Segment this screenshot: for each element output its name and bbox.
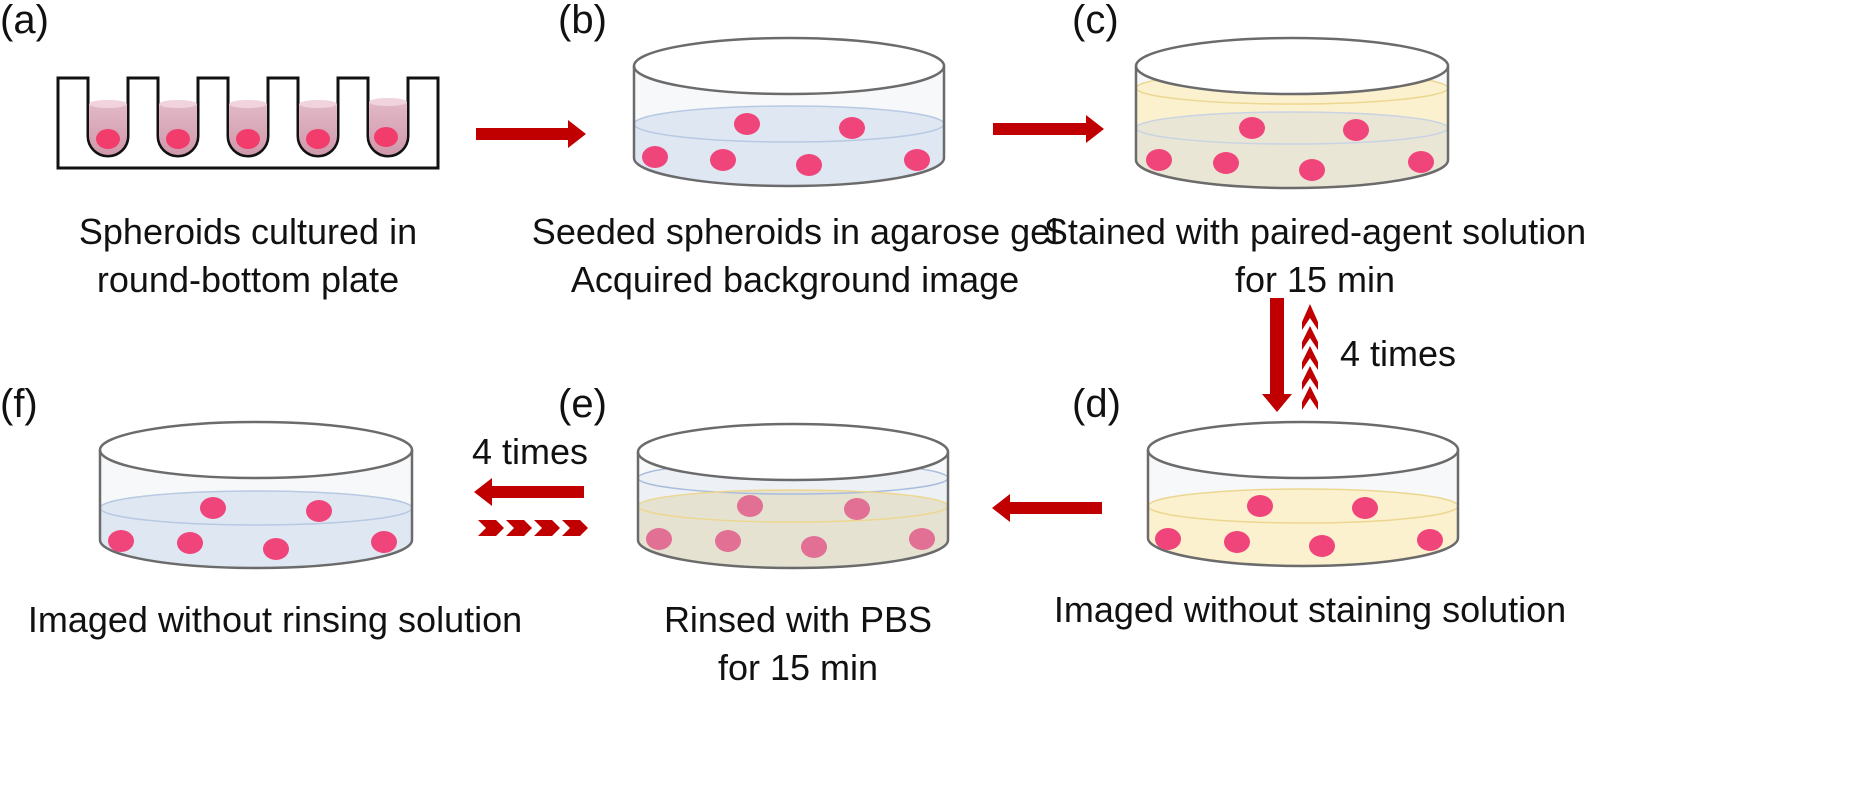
- panel-c-caption-line-2: for 15 min: [1234, 259, 1396, 300]
- spheroid-icon: [710, 149, 736, 171]
- spheroid-icon: [374, 127, 398, 147]
- spheroid-icon: [909, 528, 935, 550]
- panel-f-caption: Imaged without rinsing solution: [28, 596, 522, 644]
- panel-c-letter: (c): [1072, 0, 1119, 42]
- repeat-label-c-d: 4 times: [1340, 333, 1457, 374]
- panel-a-caption-line-1: Spheroids cultured in: [78, 211, 418, 252]
- panel-a-letter: (a): [0, 0, 49, 42]
- spheroid-icon: [108, 530, 134, 552]
- panel-e-caption: Rinsed with PBS for 15 min: [664, 596, 932, 692]
- process-arrow-icon: [474, 478, 584, 506]
- spheroid-icon: [177, 532, 203, 554]
- spheroid-icon: [801, 536, 827, 558]
- petri-dish-b: [632, 36, 946, 188]
- round-bottom-plate-icon: [56, 76, 440, 170]
- petri-dish-d: [1146, 420, 1460, 568]
- plate-well: [229, 100, 267, 155]
- panel-b-caption-line-1: Seeded spheroids in agarose gel: [531, 211, 1059, 252]
- repeat-chevron-icon: [478, 520, 588, 536]
- panel-d-caption: Imaged without staining solution: [1054, 586, 1566, 634]
- panel-b-caption: Seeded spheroids in agarose gel Acquired…: [532, 208, 1058, 304]
- plate-well: [159, 100, 197, 155]
- spheroid-icon: [1309, 535, 1335, 557]
- repeat-label-e-f: 4 times: [472, 431, 589, 472]
- spheroid-icon: [796, 154, 822, 176]
- spheroid-icon: [236, 129, 260, 149]
- spheroid-icon: [1146, 149, 1172, 171]
- panel-c-caption: Stained with paired-agent solution for 1…: [1044, 208, 1586, 304]
- petri-dish-f: [98, 420, 414, 570]
- process-arrow-icon: [993, 115, 1104, 143]
- panel-b-letter: (b): [558, 0, 607, 42]
- repeat-chevron-icon: [1302, 304, 1318, 410]
- panel-e-caption-line-1: Rinsed with PBS: [663, 599, 933, 640]
- petri-dish-e: [636, 422, 950, 570]
- petri-dish-c: [1134, 36, 1450, 190]
- panel-e-caption-line-2: for 15 min: [717, 647, 879, 688]
- spheroid-icon: [306, 129, 330, 149]
- spheroid-icon: [642, 146, 668, 168]
- panel-c-caption-line-1: Stained with paired-agent solution: [1043, 211, 1587, 252]
- spheroid-icon: [715, 530, 741, 552]
- spheroid-icon: [646, 528, 672, 550]
- panel-b-caption-line-2: Acquired background image: [570, 259, 1020, 300]
- panel-a-caption-line-2: round-bottom plate: [96, 259, 400, 300]
- spheroid-icon: [904, 149, 930, 171]
- spheroid-icon: [96, 129, 120, 149]
- plate-well: [299, 100, 337, 155]
- spheroid-icon: [1408, 151, 1434, 173]
- spheroid-icon: [1213, 152, 1239, 174]
- spheroid-icon: [1247, 495, 1273, 517]
- spheroid-icon: [844, 498, 870, 520]
- process-arrow-icon: [992, 494, 1102, 522]
- spheroid-icon: [734, 113, 760, 135]
- panel-d-caption-line-1: Imaged without staining solution: [1053, 589, 1567, 630]
- process-arrow-icon: [476, 120, 586, 148]
- panel-f-caption-line-1: Imaged without rinsing solution: [27, 599, 523, 640]
- process-arrow-icon: [1262, 298, 1292, 412]
- spheroid-icon: [166, 129, 190, 149]
- spheroid-icon: [1343, 119, 1369, 141]
- spheroid-icon: [263, 538, 289, 560]
- spheroid-icon: [306, 500, 332, 522]
- spheroid-icon: [371, 531, 397, 553]
- plate-well: [369, 98, 407, 155]
- plate-well: [89, 100, 127, 155]
- spheroid-icon: [1417, 529, 1443, 551]
- spheroid-icon: [737, 495, 763, 517]
- spheroid-icon: [839, 117, 865, 139]
- panel-e-letter: (e): [558, 382, 607, 426]
- panel-f-letter: (f): [0, 382, 38, 426]
- plate-wells: [89, 98, 407, 155]
- spheroid-icon: [1155, 528, 1181, 550]
- spheroid-icon: [1352, 497, 1378, 519]
- panel-a-caption: Spheroids cultured in round-bottom plate: [79, 208, 417, 304]
- spheroid-icon: [1224, 531, 1250, 553]
- spheroid-icon: [200, 497, 226, 519]
- spheroid-icon: [1239, 117, 1265, 139]
- panel-d-letter: (d): [1072, 382, 1121, 426]
- spheroid-icon: [1299, 159, 1325, 181]
